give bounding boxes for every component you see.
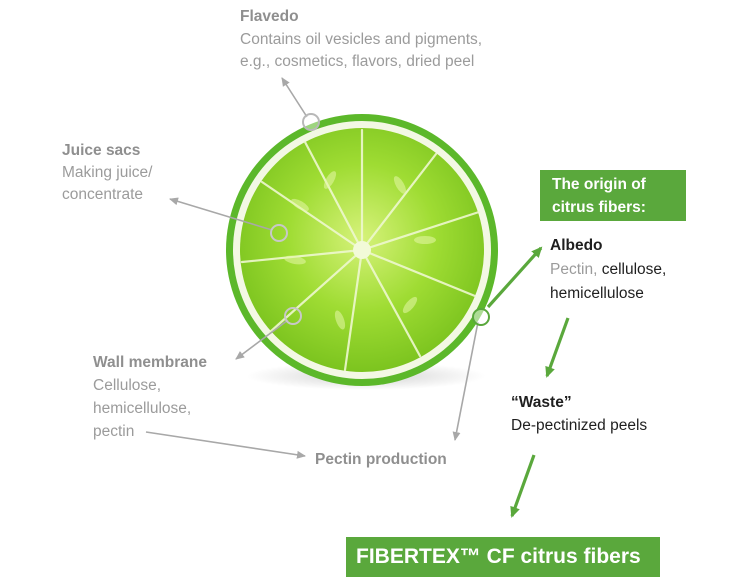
waste-description: De-pectinized peels <box>511 417 648 434</box>
albedo-description-line2: hemicellulose <box>550 285 644 302</box>
pectin-production-label: Pectin production <box>315 451 447 468</box>
wall-membrane-marker <box>284 307 302 325</box>
product-box: FIBERTEX™ CF citrus fibers <box>346 537 660 577</box>
wall-membrane-description-line2: hemicellulose, <box>93 400 192 417</box>
origin-box-line2: citrus fibers: <box>552 199 646 216</box>
juice-sacs-description-line1: Making juice/ <box>62 164 153 181</box>
flavedo-title: Flavedo <box>240 8 299 25</box>
green-arrows <box>486 246 570 518</box>
albedo-description-line1: Pectin, cellulose, <box>550 259 666 280</box>
albedo-to-pectin-arrow <box>452 321 479 441</box>
flavedo-description-line2: e.g., cosmetics, flavors, dried peel <box>240 53 475 70</box>
juice-sacs-arrow <box>169 197 273 231</box>
waste-to-product-arrow <box>510 454 536 518</box>
albedo-pectin: Pectin, <box>550 261 598 278</box>
flavedo-arrow <box>281 77 308 118</box>
pointer-circles <box>270 113 490 326</box>
albedo-marker <box>472 308 490 326</box>
wall-membrane-description-line1: Cellulose, <box>93 377 162 394</box>
juice-sacs-marker <box>270 224 288 242</box>
flavedo-marker <box>302 113 320 131</box>
flavedo-description-line1: Contains oil vesicles and pigments, <box>240 31 483 48</box>
juice-sacs-title: Juice sacs <box>62 142 141 159</box>
waste-title: “Waste” <box>511 394 572 411</box>
pectin-arrow <box>145 431 306 459</box>
wall-membrane-description-line3: pectin <box>93 423 135 440</box>
grey-arrows <box>145 77 479 459</box>
albedo-to-waste-arrow <box>545 317 570 378</box>
albedo-link-arrow <box>486 246 543 309</box>
albedo-title: Albedo <box>550 237 603 254</box>
origin-box: The origin of citrus fibers: <box>540 170 686 221</box>
albedo-cellulose: cellulose, <box>601 261 667 278</box>
wall-membrane-arrow <box>235 319 289 360</box>
juice-sacs-description-line2: concentrate <box>62 186 143 203</box>
origin-box-line1: The origin of <box>552 176 646 193</box>
lime-slice <box>226 114 498 390</box>
wall-membrane-title: Wall membrane <box>93 354 207 371</box>
